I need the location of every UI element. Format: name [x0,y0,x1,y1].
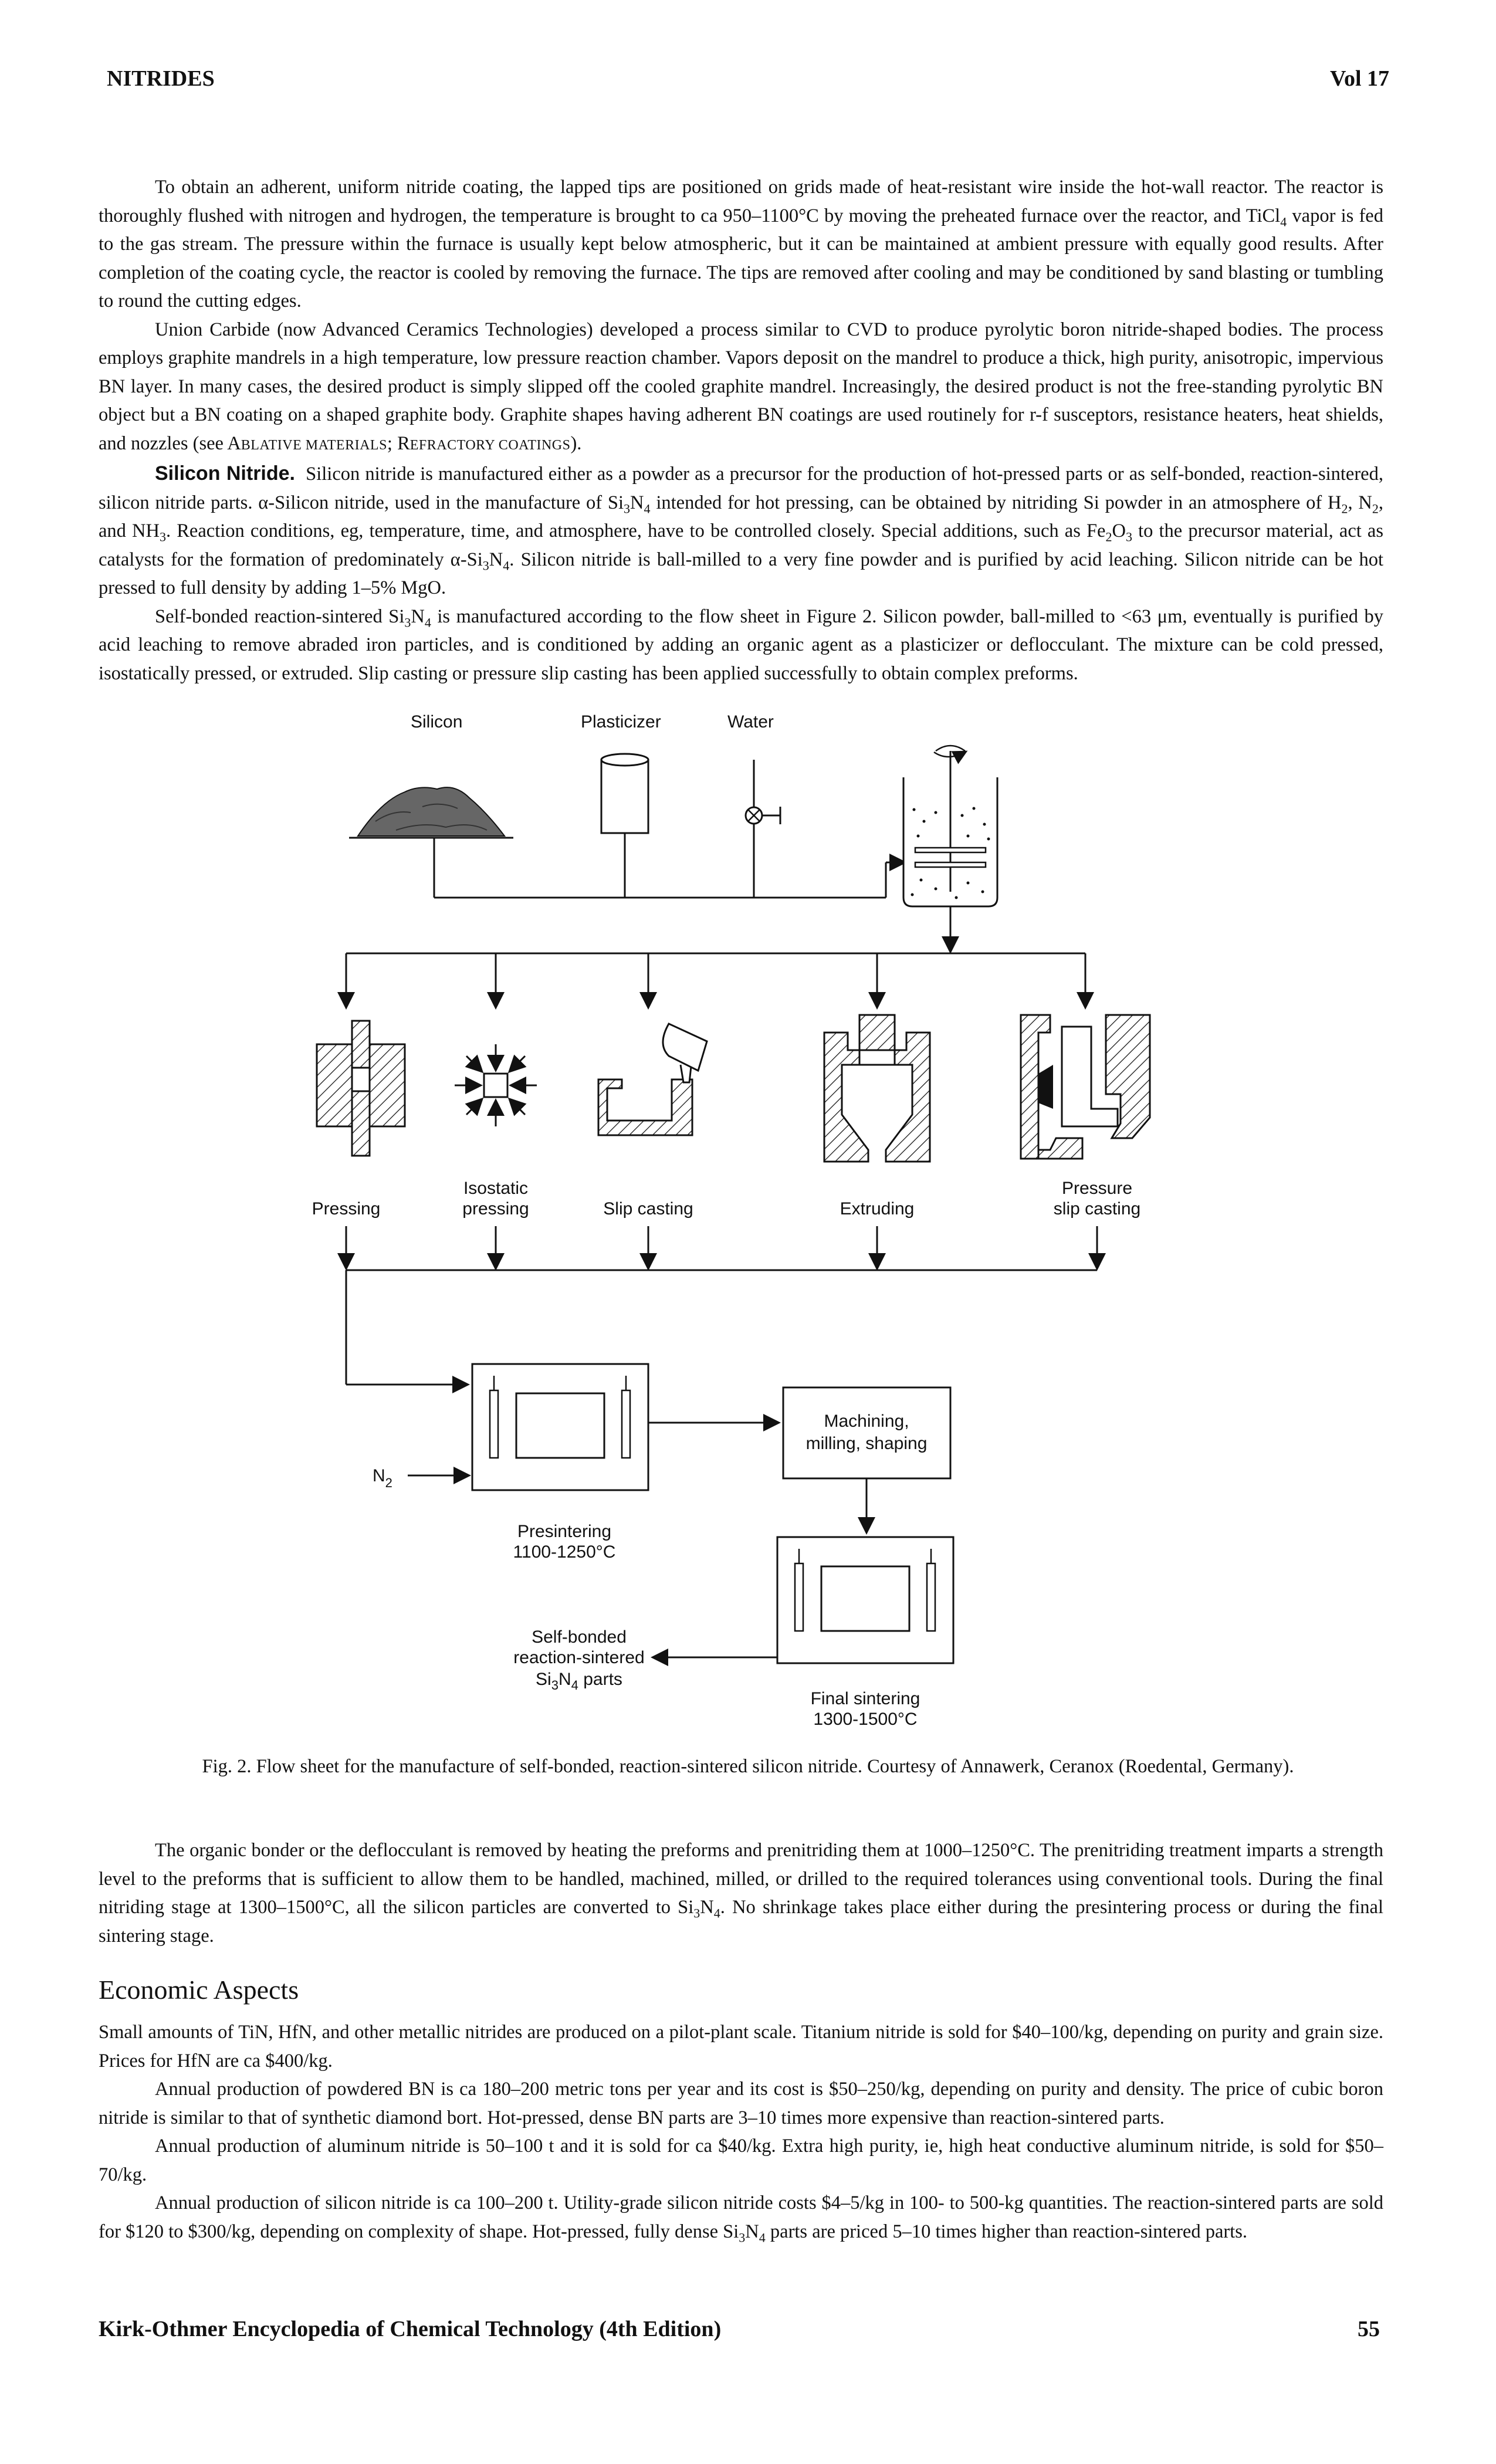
isostatic-pressing-icon [455,1044,537,1126]
paragraph-si3n4-production: Annual production of silicon nitride is … [99,2192,1383,2245]
footer-page-number: 55 [1358,2317,1380,2341]
label-final-2: 1300-1500°C [813,1710,917,1729]
paragraph-self-bonded: Self-bonded reaction-sintered Si3N4 is m… [99,605,1383,684]
plasticizer-container-icon [600,753,649,834]
slip-casting-mold-icon [597,1023,708,1136]
paragraph-bn-production: Annual production of powdered BN is ca 1… [99,2079,1383,2128]
section-heading-economic-aspects: Economic Aspects [99,1975,299,2005]
pressure-slip-casting-icon [1020,1014,1151,1160]
label-plasticizer: Plasticizer [581,712,661,732]
label-machining-2: milling, shaping [806,1434,928,1453]
footer-book-title: Kirk-Othmer Encyclopedia of Chemical Tec… [99,2317,722,2341]
label-pressure-2: slip casting [1054,1199,1140,1219]
silicon-powder-pile-icon [349,787,513,839]
running-header-title: NITRIDES [107,66,215,91]
label-n2: N2 [373,1466,392,1490]
running-header-volume: Vol 17 [1329,66,1389,91]
figure-caption: Fig. 2. Flow sheet for the manufacture o… [202,1756,1294,1777]
body-text-top: To obtain an adherent, uniform nitride c… [99,173,1383,688]
machining-box [782,1386,952,1480]
label-isostatic-2: pressing [462,1199,529,1219]
mixer-tank-icon [902,744,999,908]
label-presintering-1: Presintering [517,1522,611,1541]
label-pressing: Pressing [312,1199,381,1219]
paragraph-silicon-nitride: Silicon Nitride. Silicon nitride is manu… [99,462,1383,598]
label-slip-casting: Slip casting [603,1199,693,1219]
label-selfbonded-2: reaction-sintered [513,1648,644,1667]
label-machining-1: Machining, [824,1412,909,1431]
presintering-furnace-icon [471,1363,649,1491]
label-pressure-1: Pressure [1062,1179,1132,1198]
paragraph-union-carbide: Union Carbide (now Advanced Ceramics Tec… [99,319,1383,454]
label-selfbonded-3: Si3N4 parts [536,1670,622,1693]
runin-heading-silicon-nitride: Silicon Nitride. [155,462,295,485]
label-final-1: Final sintering [811,1689,920,1708]
label-isostatic-1: Isostatic [463,1179,528,1198]
label-water: Water [727,712,774,732]
label-presintering-2: 1100-1250°C [513,1542,616,1562]
pressing-die-icon [316,1020,406,1157]
extruder-icon [823,1014,931,1163]
final-sintering-furnace-icon [776,1536,955,1664]
paragraph-tin-hfn: Small amounts of TiN, HfN, and other met… [99,2022,1383,2072]
paragraph-aln-production: Annual production of aluminum nitride is… [99,2135,1383,2185]
body-text-middle: The organic bonder or the deflocculant i… [99,1836,1383,1950]
label-silicon: Silicon [411,712,462,732]
paragraph-nitride-coating: To obtain an adherent, uniform nitride c… [99,177,1383,312]
paragraph-deflocculant: The organic bonder or the deflocculant i… [99,1840,1384,1947]
water-valve-icon [744,760,781,898]
label-extruding: Extruding [840,1199,915,1219]
label-selfbonded-1: Self-bonded [532,1627,627,1647]
body-text-economic: Small amounts of TiN, HfN, and other met… [99,2018,1383,2246]
flow-sheet-figure: Silicon Plasticizer Water [312,712,1151,1729]
